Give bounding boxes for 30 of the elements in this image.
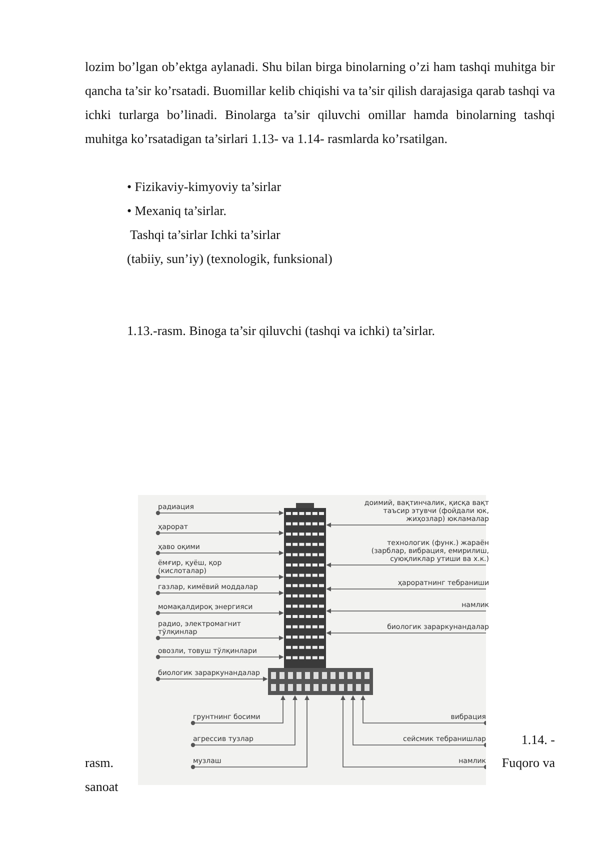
arrow [360,695,486,726]
arrow [156,510,284,516]
text-line: rasm. [85,754,115,772]
text-line: (tabiiy, sun’iy) (texnologik, funksional) [127,250,334,268]
arrow [326,562,486,568]
body-paragraph: lozim bo’lgan ob’ektga aylanadi. Shu bilan birga binolarning o’zi ham tashqi muhitga bir qancha ta’sir ko’rsatadi. Buomillar kelib chiqishi va ta’sir qilish darajasiga qarab tashqi va ichki turlarga bo’linadi. Binolarga ta’sir qiluvchi omillar hamda binolarning tashqi muhitga ko’rsatadigan ta’sirlari 1.13- va 1.14- rasmlarda ko’rsatilgan. [85,58,555,148]
text-line: 1.13.-rasm. Binoga ta’sir qiluvchi (tashqi va ichki) ta’sirlar. [127,322,436,340]
arrow [190,695,286,726]
text-line: Tashqi ta’sirlar Ichki ta’sirlar [130,226,282,244]
arrow [156,636,284,640]
text-line: Fuqoro va [500,754,555,772]
arrow [156,590,284,596]
arrow [156,530,284,536]
arrow [326,630,486,636]
arrow [156,654,284,660]
text-line: • Fizikaviy-kimyoviy ta’sirlar [127,178,282,196]
arrow [156,610,284,616]
text-line: 1.14. - [520,731,555,749]
text-line: • Mexaniq ta’sirlar. [127,202,228,220]
arrow [326,608,486,614]
arrow [190,695,298,748]
arrow [156,550,284,556]
text-line: sanoat [85,778,120,796]
arrow [156,676,268,682]
arrow [340,695,486,770]
arrow [350,695,486,748]
arrow [326,586,486,592]
arrow [326,522,486,528]
arrow [190,695,310,770]
arrow [156,574,284,580]
